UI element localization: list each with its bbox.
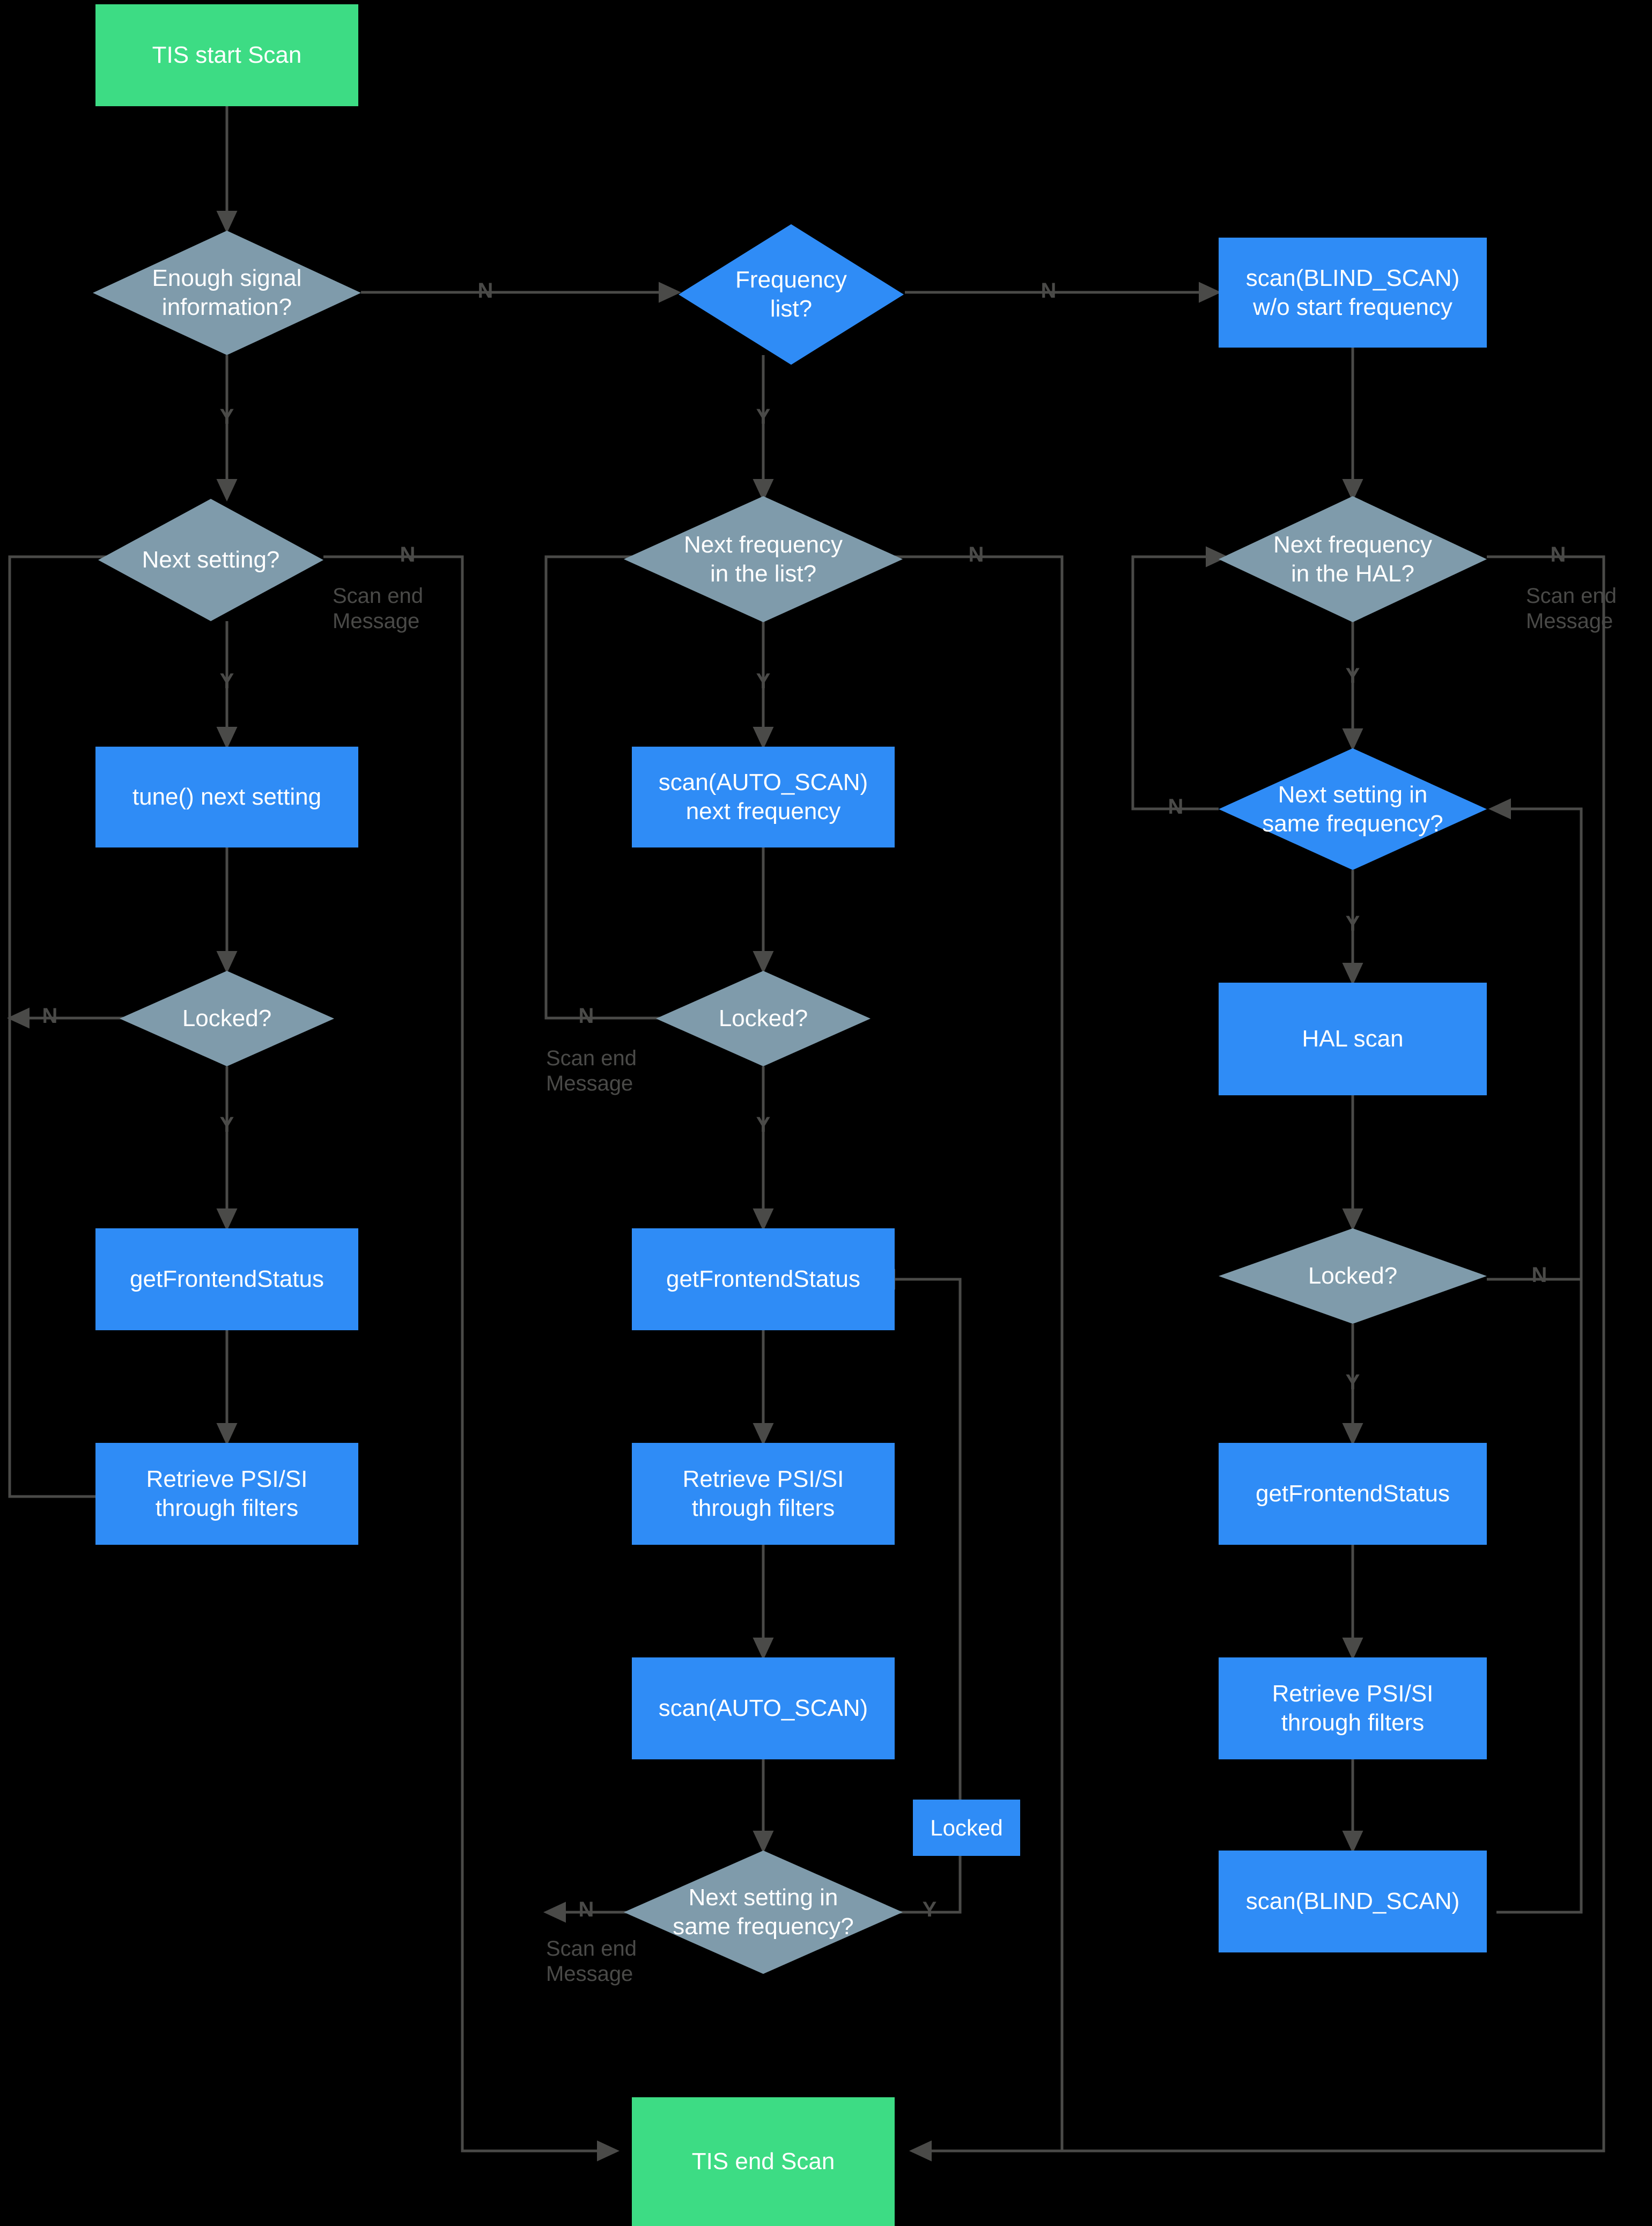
node-locked-left-label: Locked?	[182, 1005, 272, 1032]
node-next-frequency-list[interactable]: Next frequency in the list?	[624, 496, 903, 622]
node-locked-right-label: Locked?	[1308, 1263, 1398, 1289]
node-locked-mid-label: Locked?	[718, 1005, 808, 1032]
node-retrieve-psi-si-mid[interactable]: Retrieve PSI/SI through filters	[632, 1443, 895, 1545]
node-next-setting-same-frequency-right[interactable]: Next setting in same frequency?	[1219, 748, 1487, 870]
node-retrieve-psi-si-left-label: Retrieve PSI/SI through filters	[146, 1466, 308, 1521]
node-get-frontend-status-right-label: getFrontendStatus	[1255, 1480, 1450, 1507]
edge-label-next-setting-same-freq-right-yes: Y	[1345, 912, 1360, 935]
node-retrieve-psi-si-right[interactable]: Retrieve PSI/SI through filters	[1219, 1657, 1487, 1759]
edge-label-locked-mid-no: N	[578, 1004, 594, 1028]
node-locked-badge-label: Locked	[930, 1815, 1003, 1840]
node-start[interactable]: TIS start Scan	[95, 4, 358, 106]
node-get-frontend-status-left-label: getFrontendStatus	[129, 1266, 324, 1293]
node-locked-left[interactable]: Locked?	[120, 971, 334, 1066]
edge-label-next-frequency-hal-no: N	[1550, 543, 1566, 566]
node-get-frontend-status-right[interactable]: getFrontendStatus	[1219, 1443, 1487, 1545]
node-next-frequency-hal[interactable]: Next frequency in the HAL?	[1219, 496, 1487, 622]
edge-label-next-setting-same-freq-right-no: N	[1168, 795, 1184, 819]
note-scan-end-message-left: Scan end Message	[333, 584, 424, 633]
node-auto-scan-next-frequency-label: scan(AUTO_SCAN) next frequency	[658, 769, 868, 824]
node-retrieve-psi-si-left[interactable]: Retrieve PSI/SI through filters	[95, 1443, 358, 1545]
node-frequency-list-label: Frequency list?	[735, 267, 847, 322]
node-blind-scan-no-start[interactable]: scan(BLIND_SCAN) w/o start frequency	[1219, 238, 1487, 348]
node-hal-scan[interactable]: HAL scan	[1219, 983, 1487, 1095]
node-blind-scan-no-start-label: scan(BLIND_SCAN) w/o start frequency	[1245, 264, 1460, 320]
node-next-setting-label: Next setting?	[142, 547, 280, 573]
node-next-setting-same-frequency-right-label: Next setting in same frequency?	[1262, 781, 1443, 837]
edge-label-next-frequency-list-no: N	[968, 543, 984, 566]
node-locked-badge[interactable]: Locked	[913, 1800, 1020, 1856]
node-retrieve-psi-si-mid-label: Retrieve PSI/SI through filters	[682, 1466, 844, 1521]
node-next-setting-same-frequency-mid[interactable]: Next setting in same frequency?	[624, 1851, 903, 1974]
node-next-frequency-hal-label: Next frequency in the HAL?	[1273, 531, 1432, 587]
node-auto-scan-mid-label: scan(AUTO_SCAN)	[658, 1695, 868, 1722]
node-next-setting-same-frequency-mid-label: Next setting in same frequency?	[673, 1884, 854, 1940]
node-end[interactable]: TIS end Scan	[632, 2097, 895, 2226]
node-blind-scan-right-label: scan(BLIND_SCAN)	[1245, 1888, 1460, 1915]
node-enough-signal[interactable]: Enough signal information?	[93, 231, 361, 355]
node-auto-scan-next-frequency[interactable]: scan(AUTO_SCAN) next frequency	[632, 747, 895, 847]
edge-label-next-frequency-list-yes: Y	[756, 669, 771, 693]
node-get-frontend-status-left[interactable]: getFrontendStatus	[95, 1228, 358, 1330]
node-get-frontend-status-mid[interactable]: getFrontendStatus	[632, 1228, 895, 1330]
note-scan-end-message-right: Scan end Message	[1526, 584, 1617, 633]
node-locked-mid[interactable]: Locked?	[656, 971, 871, 1066]
note-scan-end-message-mid-bottom: Scan end Message	[546, 1937, 637, 1986]
edge-label-locked-right-no: N	[1531, 1263, 1547, 1287]
node-tune-next-setting[interactable]: tune() next setting	[95, 747, 358, 847]
note-scan-end-message-mid-locked: Scan end Message	[546, 1046, 637, 1096]
edge-label-next-setting-no: N	[400, 543, 416, 566]
node-auto-scan-mid[interactable]: scan(AUTO_SCAN)	[632, 1657, 895, 1759]
edge-label-next-frequency-hal-yes: Y	[1345, 664, 1360, 688]
node-next-frequency-list-label: Next frequency in the list?	[684, 531, 843, 587]
edge-label-frequency-list-no: N	[1041, 279, 1057, 303]
node-retrieve-psi-si-right-label: Retrieve PSI/SI through filters	[1272, 1680, 1434, 1736]
edge-label-locked-right-yes: Y	[1345, 1370, 1360, 1394]
node-enough-signal-label: Enough signal information?	[152, 265, 302, 320]
node-frequency-list[interactable]: Frequency list?	[678, 224, 904, 365]
edge-label-locked-left-yes: Y	[219, 1113, 234, 1137]
edge-label-enough-signal-no: N	[477, 279, 493, 303]
node-locked-right[interactable]: Locked?	[1219, 1228, 1487, 1324]
edge-label-next-setting-same-freq-mid-yes: Y	[922, 1898, 937, 1921]
edge-label-next-setting-same-freq-mid-no: N	[578, 1898, 594, 1921]
node-start-label: TIS start Scan	[152, 42, 302, 69]
node-tune-next-setting-label: tune() next setting	[132, 784, 322, 810]
edge-label-frequency-list-yes: Y	[756, 405, 771, 429]
edge-label-locked-left-no: N	[42, 1004, 58, 1028]
node-next-setting[interactable]: Next setting?	[98, 499, 323, 621]
node-hal-scan-label: HAL scan	[1302, 1026, 1404, 1052]
node-blind-scan-right[interactable]: scan(BLIND_SCAN)	[1219, 1851, 1487, 1952]
node-end-label: TIS end Scan	[691, 2148, 835, 2175]
edge-label-enough-signal-yes: Y	[219, 405, 234, 429]
node-get-frontend-status-mid-label: getFrontendStatus	[666, 1266, 860, 1293]
edge-label-locked-mid-yes: Y	[756, 1113, 771, 1137]
edge-label-next-setting-yes: Y	[219, 669, 234, 693]
